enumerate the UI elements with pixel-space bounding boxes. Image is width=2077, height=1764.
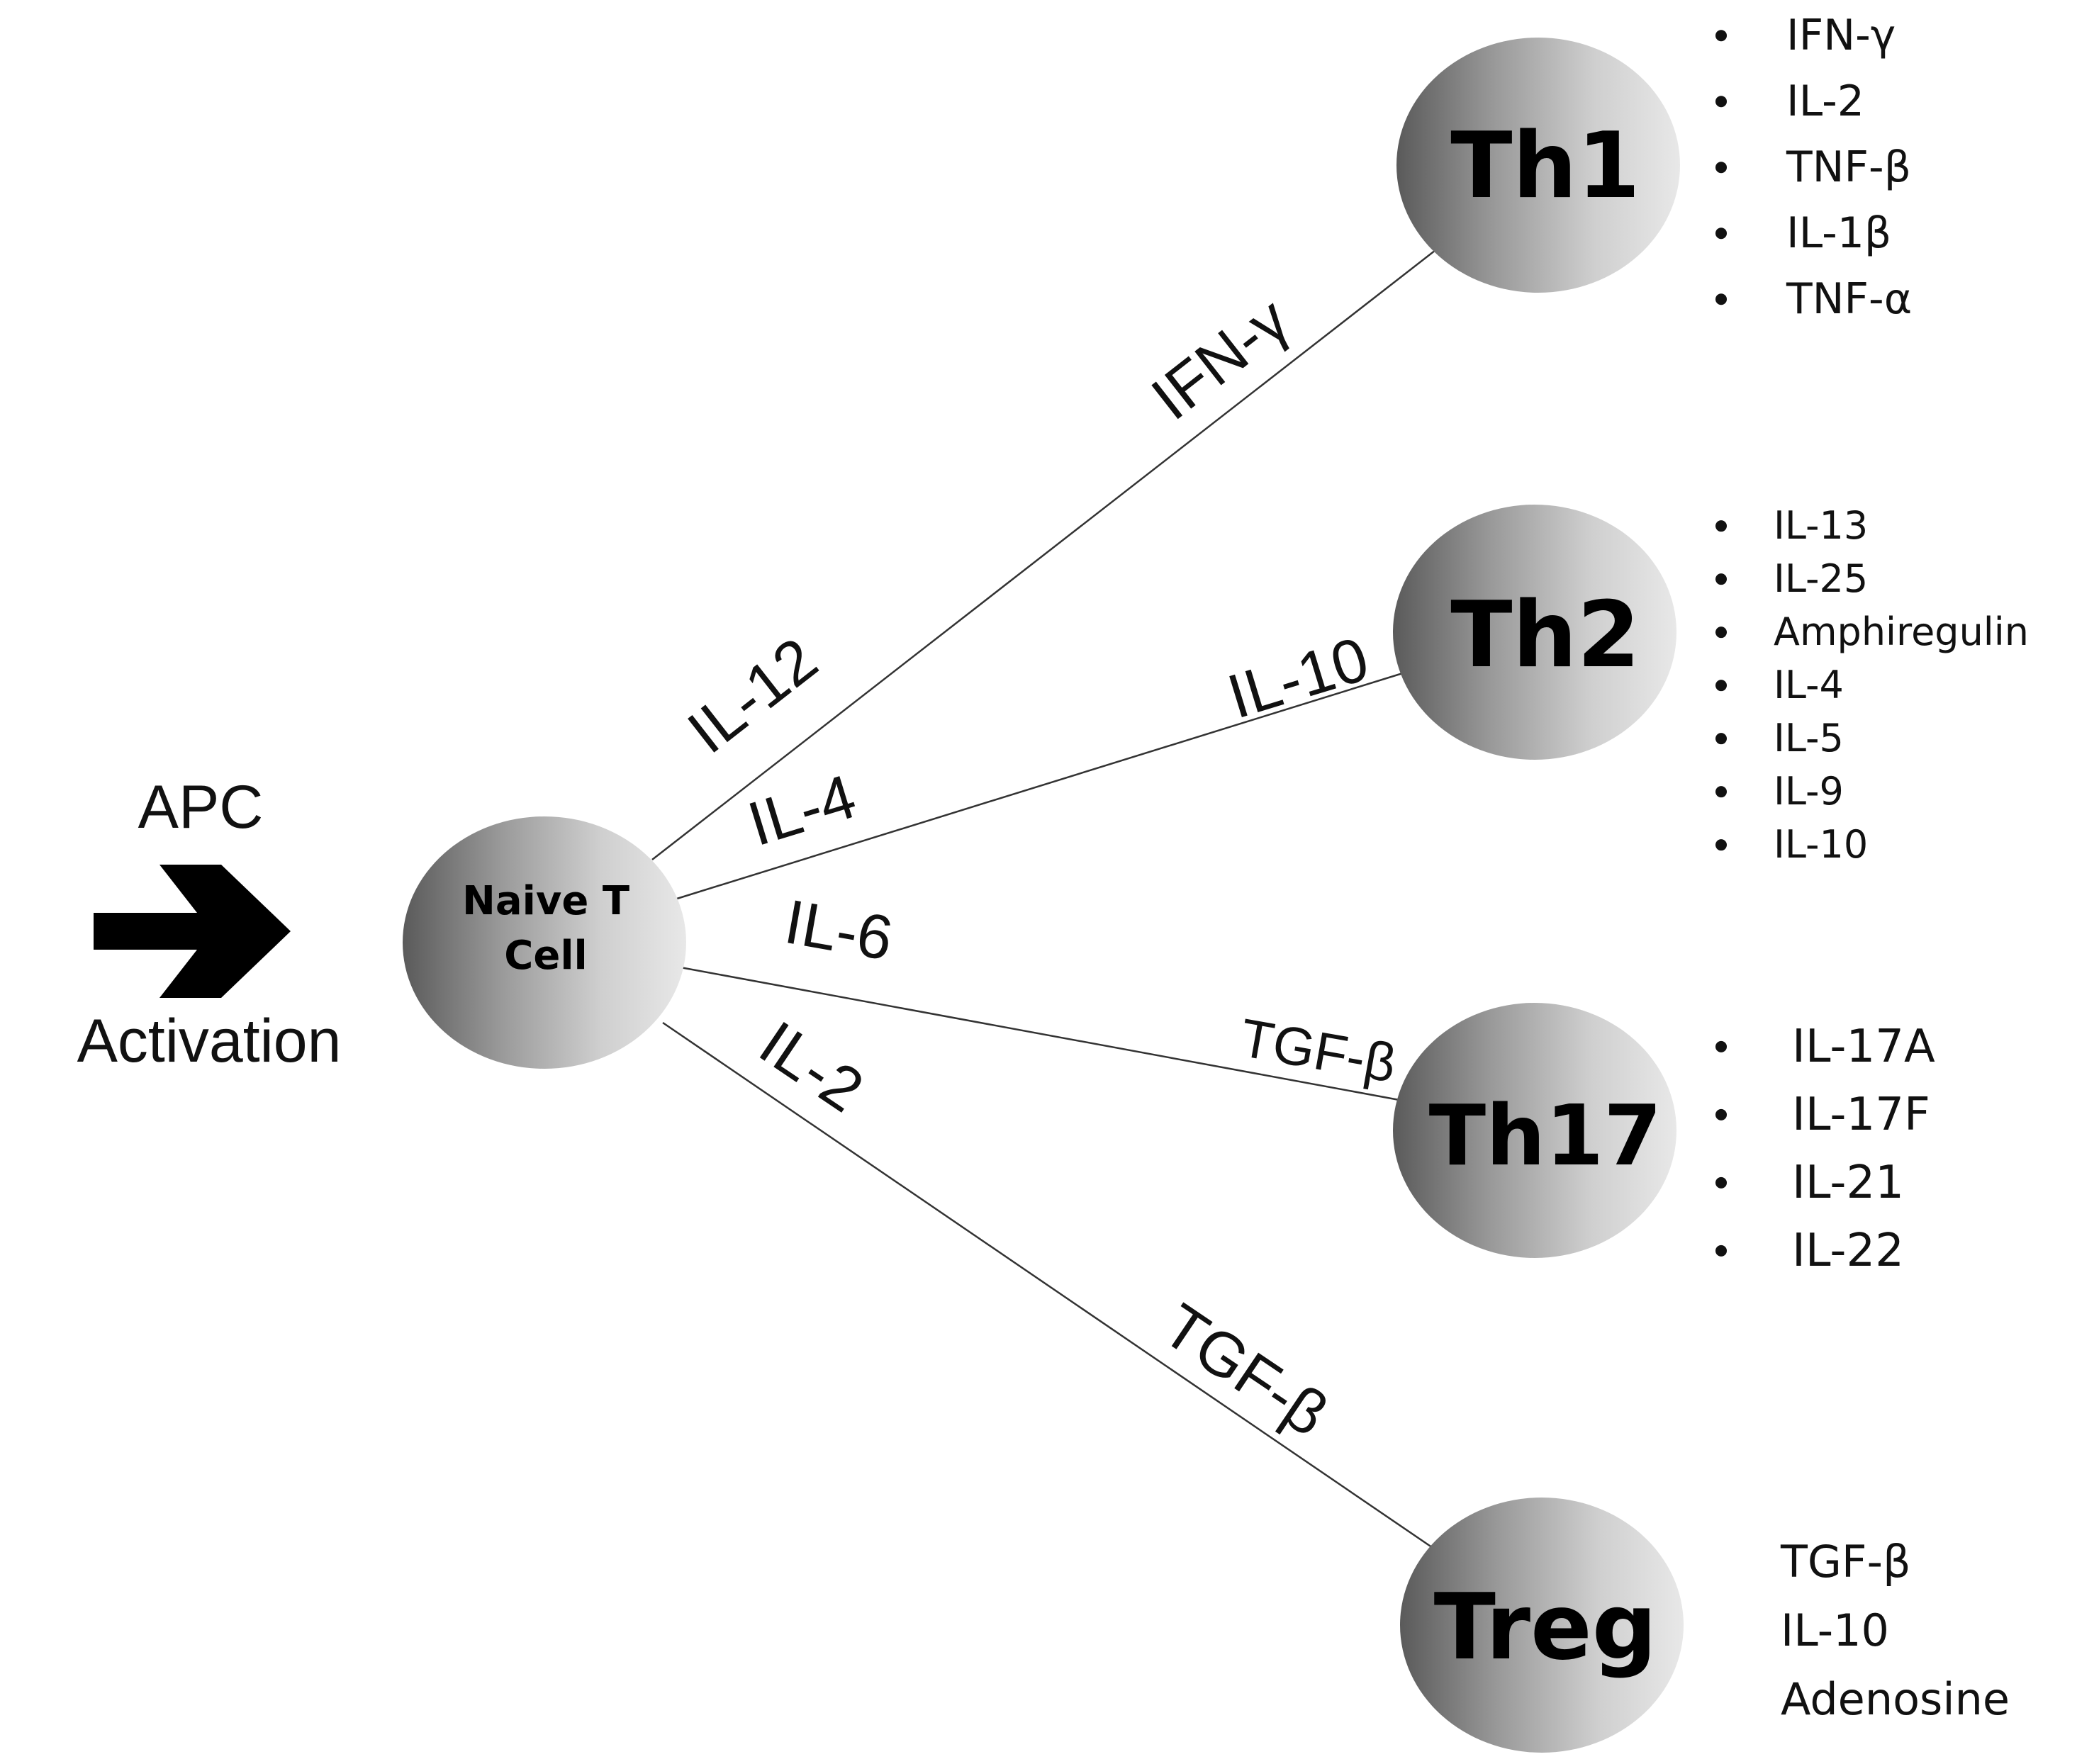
activation-label: Activation xyxy=(77,1007,342,1075)
bullet-dot xyxy=(1715,1245,1727,1257)
product-item: IL-17F xyxy=(1792,1089,1930,1141)
edge-label-il10: IL-10 xyxy=(1220,623,1377,731)
apc-label: APC xyxy=(138,773,264,841)
product-item: TGF-β xyxy=(1780,1536,1911,1588)
bullet-dot xyxy=(1715,1108,1727,1120)
naive-cell-label-line2: Cell xyxy=(504,933,587,979)
edge-label-il6: IL-6 xyxy=(780,886,898,974)
bullet-dot xyxy=(1715,627,1727,639)
right-arrow-icon xyxy=(94,865,291,998)
edge-line-treg xyxy=(662,1021,1440,1554)
th17-cell-shape xyxy=(1393,1003,1676,1258)
bullet-dot xyxy=(1715,786,1727,798)
bullet-dot xyxy=(1715,227,1727,240)
product-item: IFN-γ xyxy=(1786,11,1896,60)
product-item: TNF-β xyxy=(1786,142,1911,192)
product-item: IL-13 xyxy=(1774,503,1868,548)
bullet-dot xyxy=(1715,680,1727,692)
bullet-dot xyxy=(1715,1040,1727,1052)
product-item: IL-2 xyxy=(1786,77,1864,126)
bullet-dot xyxy=(1715,96,1727,108)
bullet-dot xyxy=(1715,733,1727,745)
bullet-dot xyxy=(1715,839,1727,851)
treg-cell-label: Treg xyxy=(1434,1575,1657,1680)
bullet-dot xyxy=(1715,520,1727,532)
edge-line-th2 xyxy=(676,670,1408,900)
edge-line-th1 xyxy=(651,249,1436,860)
edge-line-th17 xyxy=(680,966,1411,1103)
bullet-dot xyxy=(1715,573,1727,585)
product-item: IL-10 xyxy=(1774,822,1868,867)
th1-cell: Th1 xyxy=(1396,38,1680,293)
edge-label-il12: IL-12 xyxy=(675,624,830,767)
th1-cell-shape xyxy=(1396,38,1680,293)
th2-cell: Th2 xyxy=(1393,505,1676,760)
bullet-dot xyxy=(1715,162,1727,174)
product-item: IL-25 xyxy=(1774,556,1868,601)
edge-label-il2: IL-2 xyxy=(748,1007,876,1125)
product-item: IL-4 xyxy=(1774,663,1844,707)
product-item: IL-10 xyxy=(1781,1605,1889,1656)
product-item: IL-21 xyxy=(1792,1157,1904,1209)
naive-cell-label-line1: Naive T xyxy=(462,878,629,924)
th17-cell-label: Th17 xyxy=(1429,1086,1662,1184)
bullet-dot xyxy=(1715,1176,1727,1189)
connection-lines xyxy=(651,249,1440,1554)
edge-label-tgfb-th17: TGF-β xyxy=(1236,1008,1400,1094)
treg-cell-shape xyxy=(1400,1498,1684,1753)
treg-cell: Treg xyxy=(1400,1498,1684,1753)
edge-label-ifng: IFN-γ xyxy=(1138,284,1301,433)
product-item: IL-1β xyxy=(1786,208,1891,258)
edge-label-tgfb-treg: TGF-β xyxy=(1151,1290,1340,1449)
th1-cell-label: Th1 xyxy=(1450,113,1640,219)
product-item: IL-17A xyxy=(1792,1021,1935,1073)
bullet-dot xyxy=(1715,293,1727,305)
product-item: Amphiregulin xyxy=(1774,609,2029,654)
edge-labels: IL-12 IFN-γ IL-4 IL-10 IL-6 TGF-β IL-2 T… xyxy=(675,284,1401,1450)
activation-group: APC Activation xyxy=(77,773,342,1075)
product-item: TNF-α xyxy=(1786,274,1912,324)
product-item: Adenosine xyxy=(1781,1673,2010,1725)
product-item: IL-22 xyxy=(1792,1225,1904,1277)
naive-cell-shape xyxy=(403,816,686,1069)
product-item: IL-5 xyxy=(1774,716,1844,760)
naive-t-cell: Naive T Cell xyxy=(403,816,686,1069)
th2-cell-label: Th2 xyxy=(1450,583,1640,688)
edge-label-il4: IL-4 xyxy=(740,760,863,859)
th2-cell-shape xyxy=(1393,505,1676,760)
product-item: IL-9 xyxy=(1774,769,1844,814)
th17-cell: Th17 xyxy=(1393,1003,1676,1258)
bullet-dot xyxy=(1715,30,1727,42)
